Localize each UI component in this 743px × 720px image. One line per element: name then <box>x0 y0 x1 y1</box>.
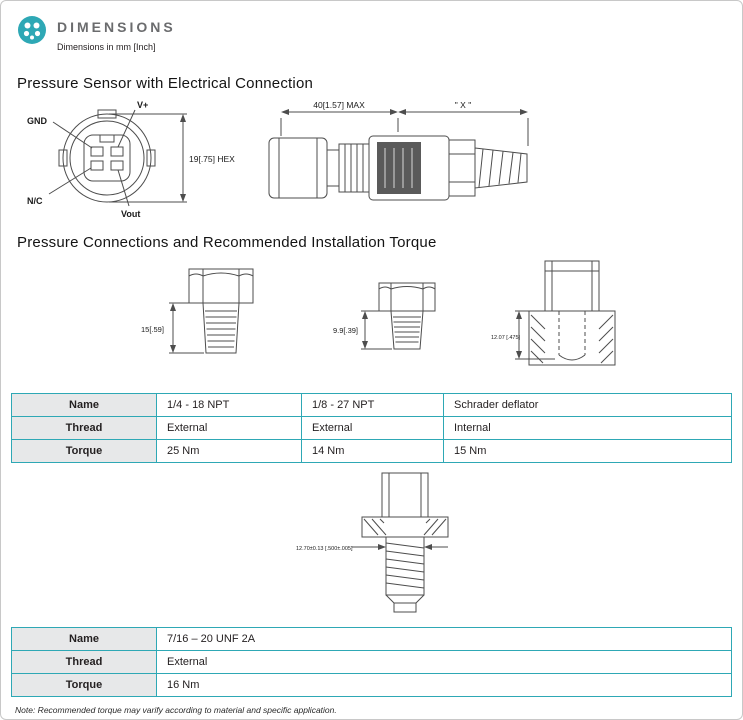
dim-schrader-label: 12.07 [.475] <box>491 335 521 341</box>
dim-arrow-down <box>180 194 186 202</box>
footnote: Note: Recommended torque may varify acco… <box>15 705 337 715</box>
npt18-fitting-drawing: 9.9[.39] <box>333 282 436 350</box>
fittings-drawings-row: 15[.59] 9.9[.39] <box>139 255 732 387</box>
header-text-block: DIMENSIONS Dimensions in mm [Inch] <box>57 15 176 52</box>
table-row: Torque 16 Nm <box>11 673 732 697</box>
pin-label-vout: Vout <box>121 209 140 219</box>
table-cell: 1/4 - 18 NPT <box>156 393 302 417</box>
npt-spec-table: Name 1/4 - 18 NPT 1/8 - 27 NPT Schrader … <box>11 393 732 463</box>
unf-drawing-row: 12.70±0.13 [.500±.005] <box>296 469 732 621</box>
table-cell: External <box>156 416 302 440</box>
table-row: Name 7/16 – 20 UNF 2A <box>11 627 732 651</box>
page-title: DIMENSIONS <box>57 19 176 35</box>
npt14-fitting-drawing: 15[.59] <box>141 268 254 354</box>
table-cell: 25 Nm <box>156 439 302 463</box>
row-label: Thread <box>11 416 157 440</box>
table-row: Torque 25 Nm 14 Nm 15 Nm <box>11 439 732 463</box>
dim-npt18-label: 9.9[.39] <box>333 326 358 335</box>
schrader-fitting-drawing: 12.07 [.475] <box>491 260 616 366</box>
row-label: Name <box>11 393 157 417</box>
connector-logo-icon <box>18 16 46 44</box>
table-cell: External <box>156 650 732 674</box>
table-row: Thread External <box>11 650 732 674</box>
unf-fitting-drawing: 12.70±0.13 [.500±.005] <box>296 472 449 613</box>
row-label: Torque <box>11 673 157 697</box>
pin-label-vplus: V+ <box>137 100 148 110</box>
dim-unf-label: 12.70±0.13 [.500±.005] <box>296 546 353 552</box>
table-cell: Schrader deflator <box>443 393 732 417</box>
table-row: Name 1/4 - 18 NPT 1/8 - 27 NPT Schrader … <box>11 393 732 417</box>
table-cell: 14 Nm <box>301 439 444 463</box>
table-cell: External <box>301 416 444 440</box>
table-cell: 15 Nm <box>443 439 732 463</box>
product-label-plate <box>377 142 421 194</box>
table-cell: 16 Nm <box>156 673 732 697</box>
row-label: Torque <box>11 439 157 463</box>
table-cell: 7/16 – 20 UNF 2A <box>156 627 732 651</box>
row-label: Name <box>11 627 157 651</box>
section-heading-connections: Pressure Connections and Recommended Ins… <box>17 234 437 251</box>
connector-face-drawing: GND V+ N/C Vout 19[.75] HEX <box>27 100 235 219</box>
dim-npt14-label: 15[.59] <box>141 325 164 334</box>
unf-spec-table: Name 7/16 – 20 UNF 2A Thread External To… <box>11 627 732 697</box>
table-row: Thread External External Internal <box>11 416 732 440</box>
units-note: Dimensions in mm [Inch] <box>57 42 156 52</box>
dim-arrow-up <box>180 114 186 122</box>
table-cell: 1/8 - 27 NPT <box>301 393 444 417</box>
dim-x-label: " X " <box>455 100 471 110</box>
dim-max-label: 40[1.57] MAX <box>313 100 365 110</box>
dim-hex-label: 19[.75] HEX <box>189 154 235 164</box>
pin-label-nc: N/C <box>27 196 43 206</box>
sensor-drawings-row: GND V+ N/C Vout 19[.75] HEX <box>19 96 732 220</box>
row-label: Thread <box>11 650 157 674</box>
sensor-side-drawing: 40[1.57] MAX " X " <box>268 100 529 201</box>
table-cell: Internal <box>443 416 732 440</box>
pin-label-gnd: GND <box>27 116 48 126</box>
page-header: DIMENSIONS Dimensions in mm [Inch] <box>17 15 732 61</box>
section-heading-sensor: Pressure Sensor with Electrical Connecti… <box>17 75 314 92</box>
